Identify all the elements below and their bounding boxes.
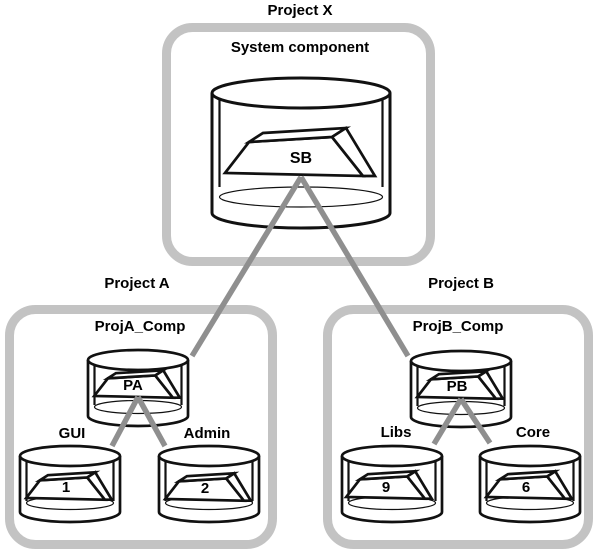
system-component-label: System component (231, 39, 369, 56)
admin-label: Admin (184, 425, 231, 442)
libs-label: Libs (381, 424, 412, 441)
pa-node-label: PA (123, 377, 143, 394)
connector-pb-to-libs (431, 397, 464, 446)
connector-pa-to-gui (109, 395, 141, 448)
core-label: Core (516, 424, 550, 441)
project-a-panel (5, 305, 277, 549)
gui-node-label: 1 (62, 479, 70, 496)
libs-node-label: 9 (382, 479, 390, 496)
project-b-title: Project B (428, 275, 494, 292)
project-b-panel (323, 305, 593, 549)
connector-sb-to-pa (189, 175, 304, 358)
projb-comp-label: ProjB_Comp (413, 318, 504, 335)
gui-label: GUI (59, 425, 86, 442)
project-x-title: Project X (267, 2, 332, 19)
project-a-title: Project A (104, 275, 169, 292)
core-node-label: 6 (522, 479, 530, 496)
proja-comp-label: ProjA_Comp (95, 318, 186, 335)
project-x-panel (162, 23, 435, 266)
admin-node-label: 2 (201, 480, 209, 497)
connector-pb-to-core (458, 397, 493, 445)
connector-pa-to-admin (135, 395, 168, 448)
connector-sb-to-pb (298, 175, 411, 358)
pb-node-label: PB (447, 378, 468, 395)
sb-node-label: SB (290, 150, 312, 167)
